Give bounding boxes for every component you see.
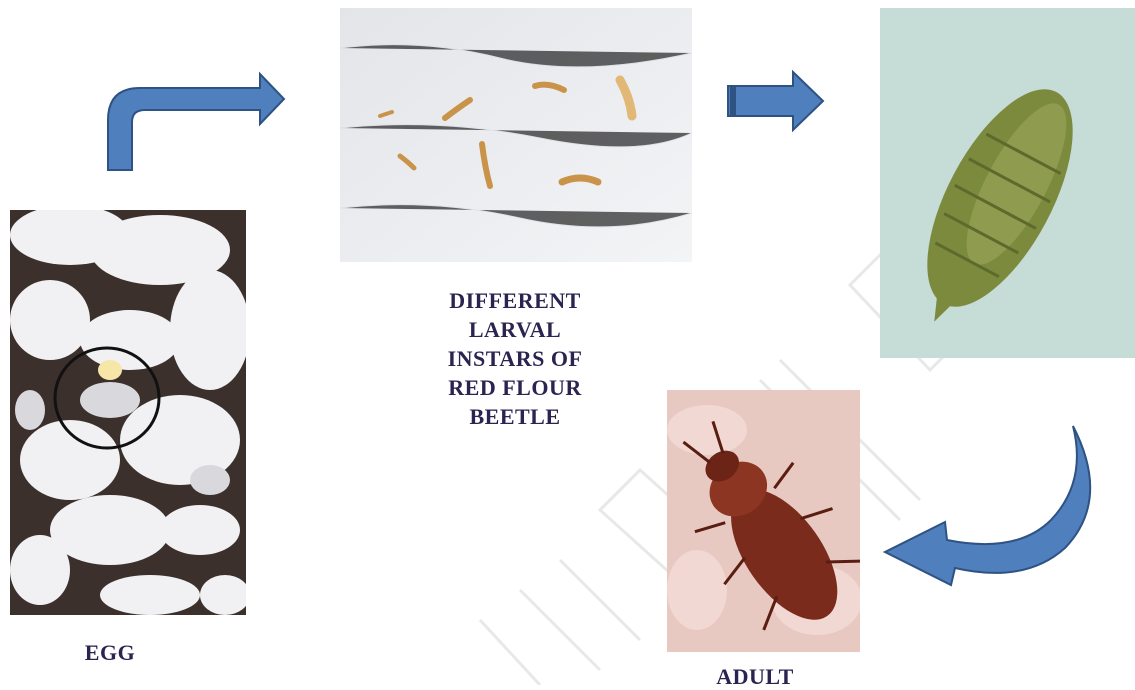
adult-image (667, 390, 860, 652)
adult-label: ADULT (700, 664, 810, 690)
egg-photo (10, 210, 246, 615)
pupa-image (880, 8, 1135, 358)
larvae-label-line-2: LARVAL (420, 315, 610, 344)
larvae-photo (340, 8, 692, 262)
bent-arrow-icon (100, 70, 290, 175)
adult-photo (667, 390, 860, 652)
pupa-photo (880, 8, 1135, 358)
larva-7 (562, 178, 598, 182)
larvae-label-line-3: INSTARS OF (420, 344, 610, 373)
larvae-label-line-5: BEETLE (420, 402, 610, 431)
larvae-label-line-1: DIFFERENT (420, 286, 610, 315)
larvae-label-line-4: RED FLOUR (420, 373, 610, 402)
egg (98, 360, 122, 380)
curved-arrow-icon (875, 420, 1110, 590)
egg-label: EGG (70, 640, 150, 666)
egg-image (10, 210, 246, 615)
right-arrow-icon (725, 68, 830, 134)
larvae-image (340, 8, 692, 262)
larvae-label: DIFFERENT LARVAL INSTARS OF RED FLOUR BE… (420, 286, 610, 431)
